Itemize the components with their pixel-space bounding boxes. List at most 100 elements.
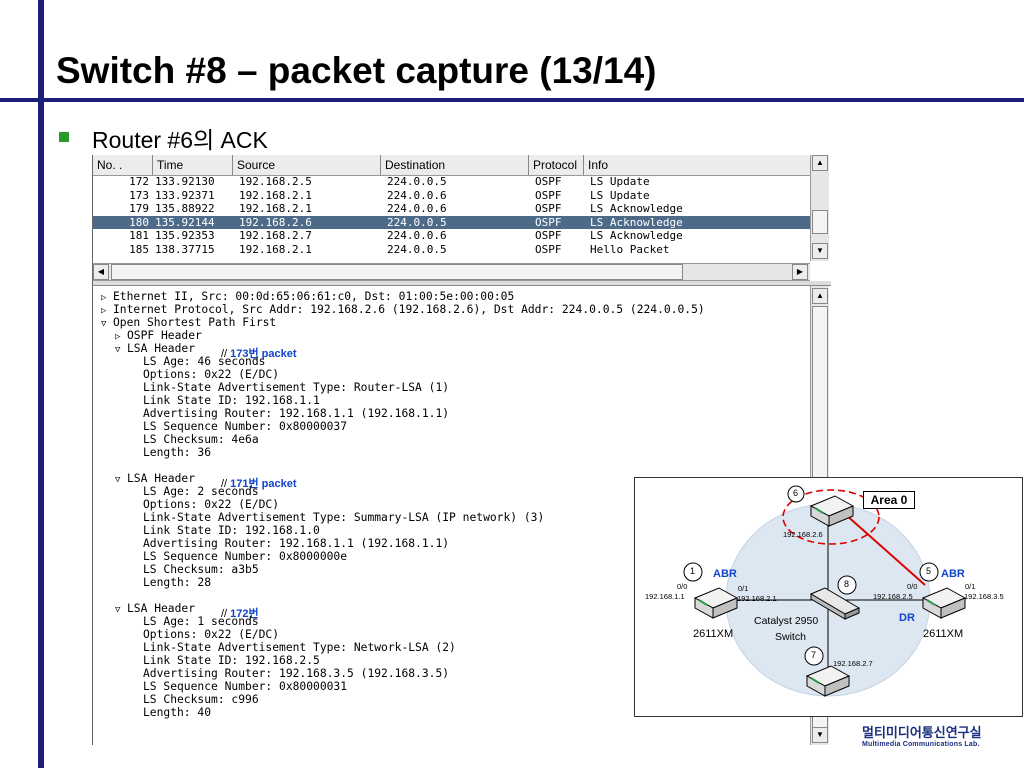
horizontal-scrollbar[interactable]: ◀ ▶ <box>93 263 810 281</box>
lsa-field-line[interactable]: Options: 0x22 (E/DC) <box>143 498 280 511</box>
lsa-field-line[interactable]: LS Age: 2 seconds <box>143 485 259 498</box>
badge-7-label: 7 <box>811 650 817 660</box>
lsa-field-line[interactable]: Options: 0x22 (E/DC) <box>143 628 280 641</box>
collapse-triangle-icon[interactable]: ▽ <box>115 475 121 485</box>
switch-type: Switch <box>775 631 806 643</box>
column-protocol[interactable]: Protocol <box>529 155 584 175</box>
detail-ip[interactable]: ▷Internet Protocol, Src Addr: 192.168.2.… <box>101 303 705 316</box>
packet-cell-no: 179 <box>129 202 149 216</box>
slide-title: Switch #8 – packet capture (13/14) <box>56 50 657 91</box>
packet-cell-info: LS Acknowledge <box>590 202 683 216</box>
scroll-up-arrow-icon[interactable]: ▲ <box>812 155 828 171</box>
r7-ip: 192.168.2.7 <box>833 659 873 668</box>
packet-cell-src: 192.168.2.1 <box>239 188 312 202</box>
lsa-field-line[interactable]: Advertising Router: 192.168.1.1 (192.168… <box>143 407 450 420</box>
detail-ospf[interactable]: ▽Open Shortest Path First <box>101 316 277 329</box>
packet-capture-window: No. . Time Source Destination Protocol I… <box>92 155 831 745</box>
r6-ip: 192.168.2.6 <box>783 530 823 539</box>
detail-ethernet[interactable]: ▷Ethernet II, Src: 00:0d:65:06:61:c0, Ds… <box>101 290 515 303</box>
lsa-field-line[interactable]: Link-State Advertisement Type: Network-L… <box>143 641 456 654</box>
lsa-field-line[interactable]: Link-State Advertisement Type: Router-LS… <box>143 381 450 394</box>
lsa-field-line[interactable]: Link State ID: 192.168.1.1 <box>143 394 320 407</box>
column-time[interactable]: Time <box>153 155 233 175</box>
packet-cell-no: 181 <box>129 229 149 243</box>
lsa-field-line[interactable]: LS Sequence Number: 0x80000031 <box>143 680 348 693</box>
lsa-field-line[interactable]: Advertising Router: 192.168.3.5 (192.168… <box>143 667 450 680</box>
lsa-header-3[interactable]: ▽LSA Header <box>115 602 196 615</box>
detail-ospf-header[interactable]: ▷OSPF Header <box>115 329 202 342</box>
packet-cell-dst: 224.0.0.6 <box>387 229 447 243</box>
packet-list-header: No. . Time Source Destination Protocol I… <box>93 155 810 176</box>
accent-horizontal-bar <box>0 98 1024 102</box>
packet-detail-pane: ▷Ethernet II, Src: 00:0d:65:06:61:c0, Ds… <box>93 286 810 745</box>
collapse-triangle-icon[interactable]: ▽ <box>101 319 107 329</box>
bullet-square-icon <box>59 132 69 142</box>
collapse-triangle-icon[interactable]: ▽ <box>115 345 121 355</box>
badge-6-label: 6 <box>793 488 799 498</box>
scroll-down-arrow-icon[interactable]: ▼ <box>812 243 828 259</box>
r5-ip-left: 192.168.2.5 <box>873 592 913 601</box>
lsa-field-line[interactable]: Link State ID: 192.168.1.0 <box>143 524 320 537</box>
column-source[interactable]: Source <box>233 155 381 175</box>
lsa-field-line[interactable]: LS Age: 1 seconds <box>143 615 259 628</box>
scroll-left-arrow-icon[interactable]: ◀ <box>93 264 109 280</box>
packet-cell-no: 180 <box>129 215 149 229</box>
pane-divider[interactable] <box>93 281 831 286</box>
packet-cell-time: 135.88922 <box>155 202 215 216</box>
packet-cell-info: LS Update <box>590 175 650 188</box>
lsa-field-line[interactable]: LS Checksum: 4e6a <box>143 433 259 446</box>
packet-cell-info: LS Acknowledge <box>590 215 683 229</box>
lsa-header-2[interactable]: ▽LSA Header <box>115 472 196 485</box>
area-label: Area 0 <box>863 491 915 509</box>
switch-name: Catalyst 2950 <box>754 615 819 627</box>
column-destination[interactable]: Destination <box>381 155 529 175</box>
lsa-field-line[interactable]: LS Age: 46 seconds <box>143 355 266 368</box>
lsa-field-line[interactable]: Link-State Advertisement Type: Summary-L… <box>143 511 545 524</box>
column-info[interactable]: Info <box>588 158 609 172</box>
horizontal-scroll-thumb[interactable] <box>111 264 683 280</box>
lsa-field-line[interactable]: Length: 28 <box>143 576 212 589</box>
lsa-field-line[interactable]: Link State ID: 192.168.2.5 <box>143 654 320 667</box>
switch-8-icon <box>809 587 861 620</box>
badge-1-label: 1 <box>690 566 696 576</box>
expand-triangle-icon[interactable]: ▷ <box>101 306 107 316</box>
scroll-thumb[interactable] <box>812 210 828 234</box>
lsa-field-line[interactable]: Length: 40 <box>143 706 212 719</box>
lsa-field-line[interactable]: LS Sequence Number: 0x80000037 <box>143 420 348 433</box>
packet-cell-proto: OSPF <box>535 202 562 216</box>
scroll-up-arrow-icon[interactable]: ▲ <box>812 288 828 304</box>
column-no[interactable]: No. . <box>93 155 153 175</box>
packet-cell-time: 133.92130 <box>155 175 215 188</box>
scroll-down-arrow-icon[interactable]: ▼ <box>812 727 828 743</box>
collapse-triangle-icon[interactable]: ▽ <box>115 605 121 615</box>
scroll-right-arrow-icon[interactable]: ▶ <box>792 264 808 280</box>
lsa-header-1[interactable]: ▽LSA Header <box>115 342 196 355</box>
annotation-172: //172번 <box>221 608 259 620</box>
lsa-field-line[interactable]: LS Checksum: a3b5 <box>143 563 259 576</box>
router-7-icon <box>805 665 851 697</box>
badge-7 <box>804 646 824 666</box>
lsa-field-line[interactable]: Advertising Router: 192.168.1.1 (192.168… <box>143 537 450 550</box>
packet-list-scrollbar[interactable]: ▲ ▼ <box>810 155 829 261</box>
badge-8-label: 8 <box>844 579 850 589</box>
lsa-field-line[interactable]: LS Sequence Number: 0x8000000e <box>143 550 348 563</box>
lsa-field-line[interactable]: LS Checksum: c996 <box>143 693 259 706</box>
network-diagram: 6 1 5 8 7 Area 0 192.168.2.6 ABR 0/0 192… <box>634 477 1023 717</box>
r1-port: 0/0 <box>677 582 688 591</box>
r5-port: 0/0 <box>907 582 918 591</box>
router-1-icon <box>693 587 739 619</box>
packet-cell-time: 135.92144 <box>155 215 215 229</box>
lsa-field-line[interactable]: Options: 0x22 (E/DC) <box>143 368 280 381</box>
r1-port2: 0/1 <box>738 584 749 593</box>
expand-triangle-icon[interactable]: ▷ <box>101 293 107 303</box>
expand-triangle-icon[interactable]: ▷ <box>115 332 121 342</box>
dr-label: DR <box>899 612 915 624</box>
lsa-field-line[interactable]: Length: 36 <box>143 446 212 459</box>
r5-port2: 0/1 <box>965 582 976 591</box>
